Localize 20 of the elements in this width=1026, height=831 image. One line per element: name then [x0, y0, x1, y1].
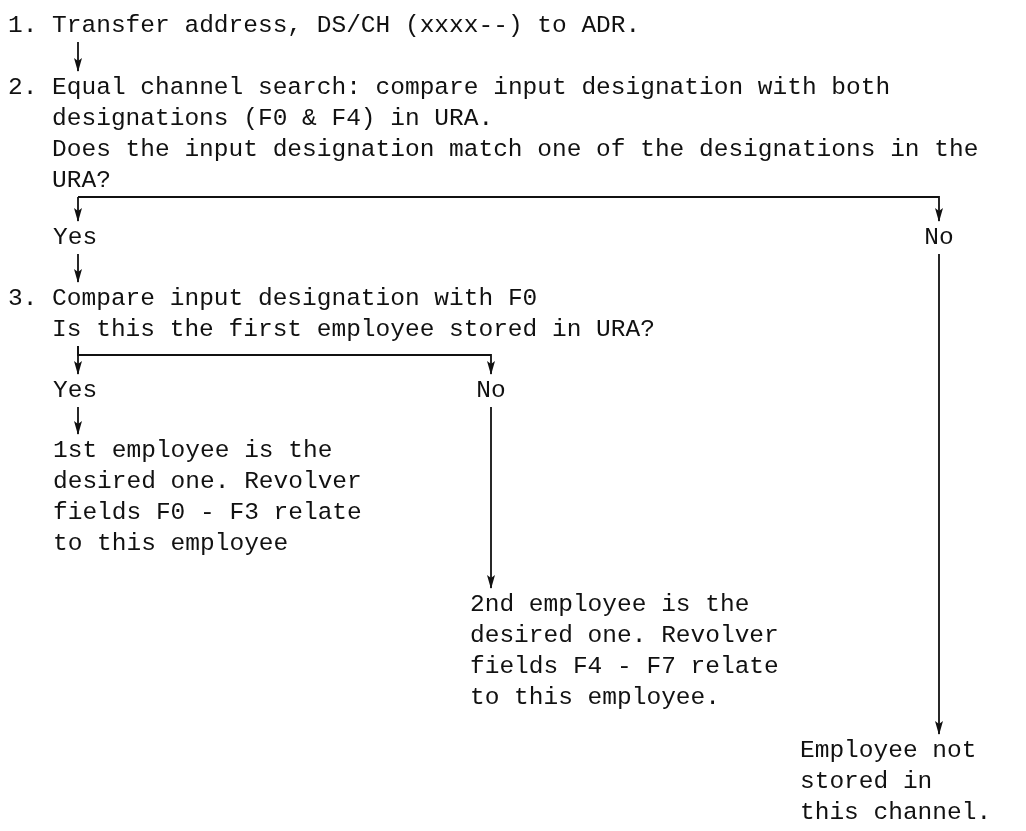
branch-label: Yes [53, 375, 98, 406]
decision-question: Does the input designation match one of the designations in the URA? [51, 135, 980, 196]
arrow [77, 345, 495, 375]
result-text: 2nd employee is the desired one. Revolver fields F4 - F7 relate to this employee. [470, 589, 809, 713]
result-text: Employee not stored in this channel. [800, 735, 999, 828]
arrow [77, 196, 943, 222]
step-text: 3. Compare input designation with F0 [8, 284, 539, 314]
arrow [74, 196, 82, 222]
result-text: 1st employee is the desired one. Revolver fields F0 - F3 relate to this employee [53, 435, 392, 559]
step-text: 1. Transfer address, DS/CH (xxxx--) to ADR. [8, 10, 641, 41]
arrow [74, 406, 82, 435]
step-text: 2. Equal channel search: compare input designation with both designations (F0 & F4) in URA. [8, 73, 892, 134]
branch-label: No [924, 222, 954, 253]
branch-label: Yes [53, 222, 98, 253]
arrow [935, 253, 943, 735]
arrow [487, 406, 495, 589]
branch-label: No [476, 375, 506, 406]
decision-question: Is this the first employee stored in URA? [51, 315, 655, 345]
arrow [74, 253, 82, 283]
arrow [74, 41, 82, 72]
